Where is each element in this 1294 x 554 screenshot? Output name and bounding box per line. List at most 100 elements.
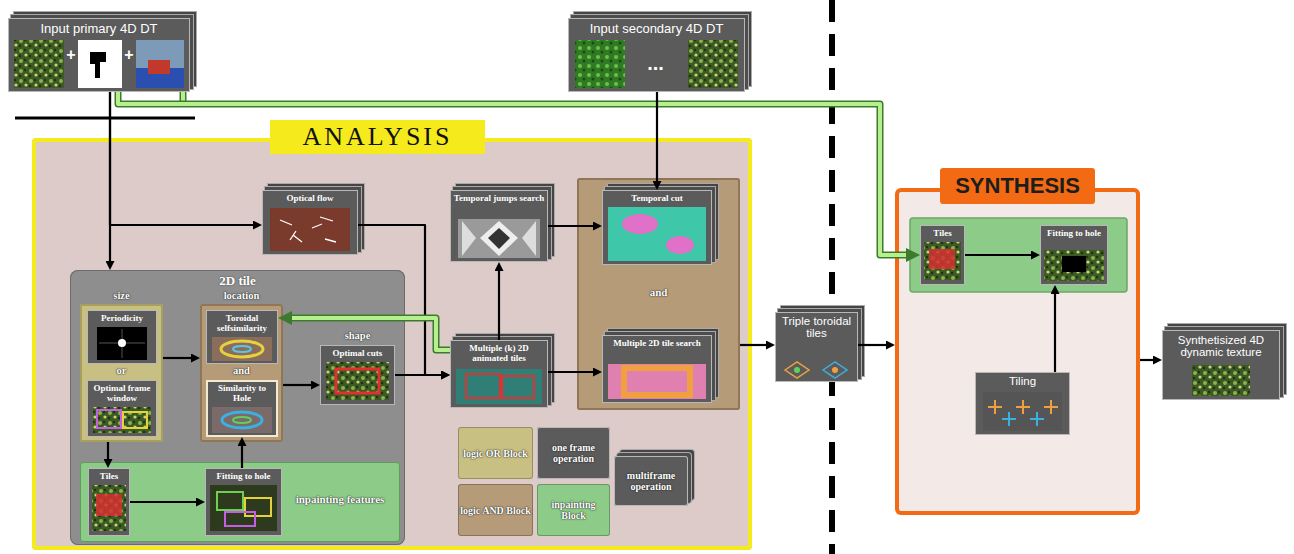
text-slot: ...: [628, 52, 683, 75]
inpainting-arrow: [289, 318, 450, 350]
inpainting-block: inpainting features Tiles Fitting to hol…: [80, 462, 400, 542]
operator-sign: +: [64, 46, 78, 64]
card-title: Optimal cuts: [323, 348, 392, 358]
text-slot: +: [122, 46, 136, 64]
card-title: Periodicity: [90, 313, 154, 323]
operation-card: Fitting to hole: [205, 468, 282, 536]
flow-arrow: [1054, 292, 1056, 372]
connector-group: [548, 372, 595, 373]
operation-card: Tiles: [88, 468, 130, 536]
operation-card: Tiling: [975, 372, 1070, 435]
text-slot: Toroidal selfsimilarity: [209, 313, 275, 333]
card-title: Synthetisized 4D dynamic texture: [1166, 334, 1276, 358]
flow-arrow: [358, 225, 443, 375]
connector-group: [163, 358, 193, 359]
tile-group: 2D tile sizeor Periodicity Optimal frame …: [70, 270, 405, 545]
operation-card: Temporal cut: [602, 190, 712, 265]
connector-group: [548, 226, 595, 227]
operation-card: Multiple (k) 2D animated tiles: [450, 340, 548, 408]
text-slot: Temporal cut: [605, 193, 709, 203]
connector-outline: [118, 92, 909, 255]
text-slot: Multiple (k) 2D animated tiles: [453, 343, 545, 363]
connector-group: [358, 225, 443, 375]
connector-group: [110, 92, 255, 225]
bracket-stub: [180, 92, 187, 104]
card-title: Optimal frame window: [90, 383, 154, 403]
card-title: Toroidal selfsimilarity: [209, 313, 275, 333]
block-label: shape: [320, 330, 395, 341]
connector-group: [108, 442, 109, 461]
or-block: sizeor Periodicity Optimal frame window: [80, 304, 163, 442]
text-slot: Synthetisized 4D dynamic texture: [1166, 334, 1276, 358]
operation-card: Periodicity: [87, 310, 157, 364]
bracket-stub: [181, 92, 185, 104]
panel-heading: SYNTHESIS: [940, 168, 1095, 204]
legend-text: multiframe operation: [614, 468, 688, 494]
flow-arrow: [163, 357, 193, 359]
connector-group: [740, 345, 768, 346]
text-slot: 2D tile: [170, 273, 305, 289]
group-title: 2D tile: [170, 273, 305, 289]
block-label: inpainting features: [285, 493, 395, 505]
text-slot: Periodicity: [90, 313, 154, 323]
input-stack: Input primary 4D DT: [8, 18, 190, 92]
operation-card: shapeOptimal cuts: [320, 345, 395, 405]
legend-sample: one frame operation: [537, 427, 610, 479]
connector-group: [289, 318, 450, 350]
card-title: Input primary 4D DT: [12, 21, 186, 36]
text-slot: Optimal cuts: [323, 348, 392, 358]
text-slot: Optimal frame window: [90, 383, 154, 403]
flow-arrow: [965, 254, 1033, 256]
block-label: and: [200, 365, 283, 376]
flow-arrow: [1140, 359, 1155, 361]
operation-card: Tiles: [920, 225, 965, 285]
connector-group: [499, 269, 500, 340]
flow-arrow: [548, 225, 595, 227]
text-slot: Temporal jumps search: [453, 193, 545, 203]
legend-text: one frame operation: [537, 440, 610, 466]
operator-sign: +: [122, 46, 136, 64]
connector-group: [858, 345, 888, 346]
text-slot: size: [80, 290, 163, 301]
text-slot: Optical flow: [265, 193, 355, 203]
text-slot: and: [200, 365, 283, 376]
card-title: Tiling: [978, 375, 1067, 387]
flow-arrow: [130, 501, 198, 503]
input-stack: Input secondary 4D DT...: [568, 18, 745, 92]
panel-heading: ANALYSIS: [270, 120, 485, 154]
connector-group: [242, 444, 243, 468]
card-title: Input secondary 4D DT: [572, 21, 741, 36]
text-slot: and: [577, 286, 740, 298]
flow-arrow: [740, 344, 768, 346]
legend-text: logic AND Block: [458, 503, 533, 518]
operation-card: Similarity to Hole: [206, 380, 278, 437]
legend-text: logic OR Block: [461, 446, 529, 461]
text-slot: Tiling: [978, 375, 1067, 387]
block-label: and: [577, 286, 740, 298]
connector-group: [283, 385, 313, 386]
card-title: Multiple (k) 2D animated tiles: [453, 343, 545, 363]
card-title: Similarity to Hole: [209, 383, 275, 403]
connector-group: [1140, 360, 1155, 361]
card-title: Fitting to hole: [208, 471, 279, 481]
operation-card: Toroidal selfsimilarity: [206, 310, 278, 364]
flow-arrow: [109, 92, 111, 263]
text-slot: shape: [320, 330, 395, 341]
text-slot: Multiple 2D tile search: [605, 338, 709, 348]
flow-arrow: [283, 384, 313, 386]
text-slot: Fitting to hole: [208, 471, 279, 481]
connector-group: [1055, 292, 1056, 372]
separator-line: [15, 117, 195, 120]
operation-card: Multiple 2D tile search: [602, 335, 712, 403]
legend-swatch: logic OR Block: [458, 427, 533, 479]
card-title: Tiles: [923, 228, 962, 238]
flow-arrow: [548, 371, 595, 373]
connector-group: [130, 502, 198, 503]
and-block: and Temporal cut Multiple 2D tile search: [577, 178, 740, 410]
legend-swatch: logic AND Block: [458, 484, 533, 536]
text-slot: Similarity to Hole: [209, 383, 275, 403]
block-label: location: [200, 290, 283, 301]
text-slot: Input primary 4D DT: [12, 21, 186, 36]
ellipsis: ...: [628, 52, 683, 75]
card-title: Temporal jumps search: [453, 193, 545, 203]
